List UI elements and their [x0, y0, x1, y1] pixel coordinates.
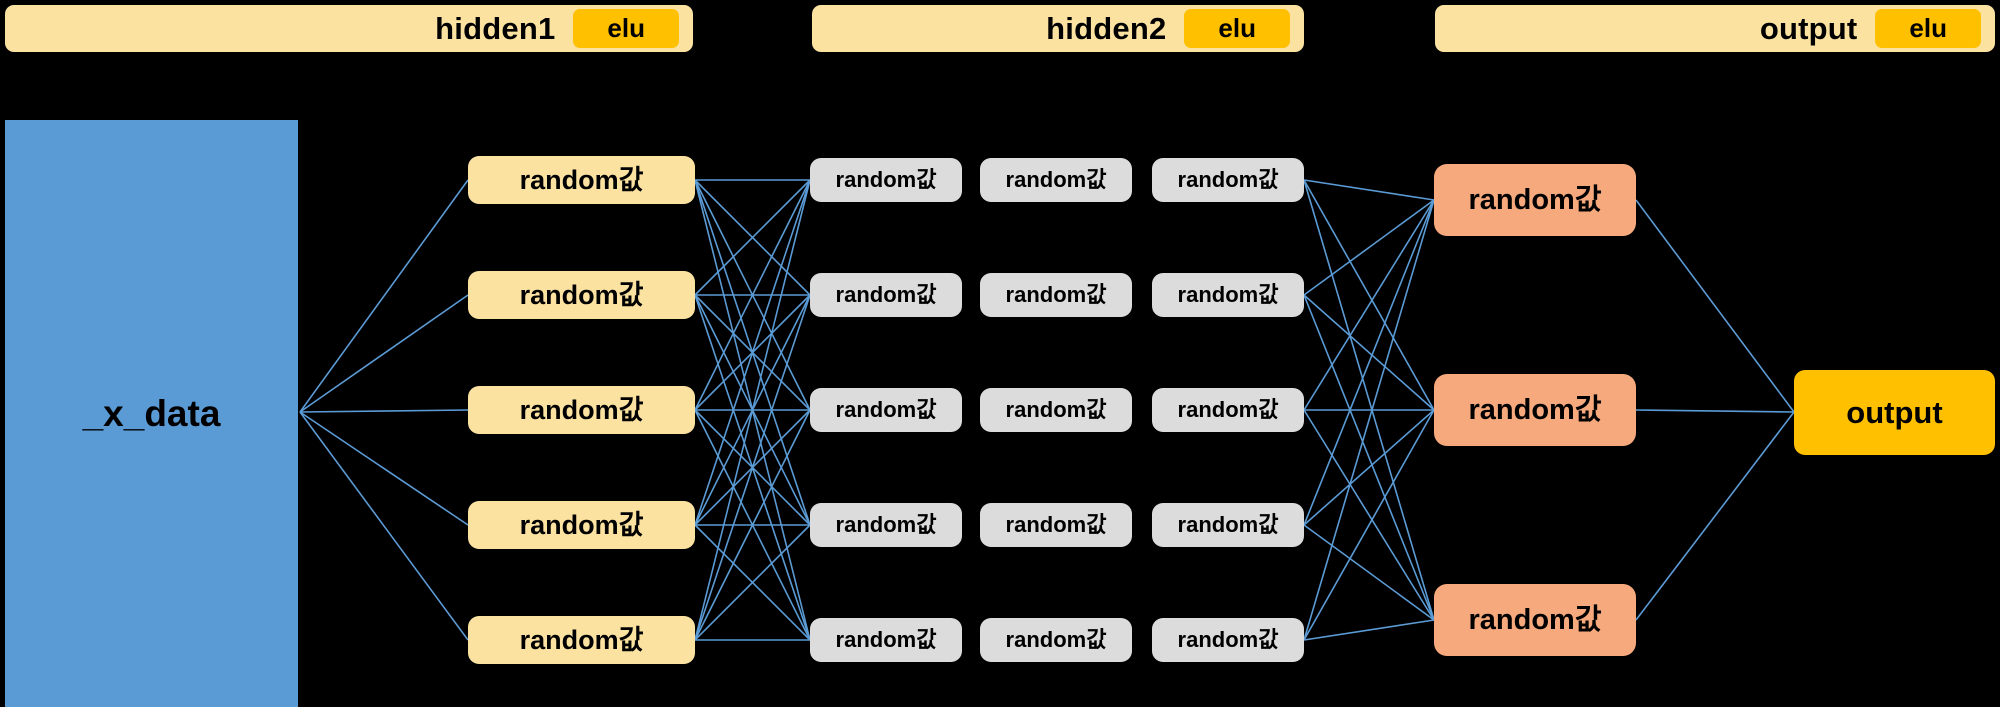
node-label: random값: [835, 397, 937, 422]
header-bar-output[interactable]: output elu: [1435, 5, 1995, 52]
edge-input-to-hidden1: [299, 411, 469, 526]
edge-input-to-hidden1: [299, 411, 469, 641]
edge-hidden2-col3-to-output: [1303, 199, 1435, 411]
node-hidden1-3[interactable]: random값: [468, 386, 695, 434]
node-hidden2-col1-2[interactable]: random값: [810, 273, 962, 317]
edge-hidden1-to-hidden2-col1: [694, 524, 811, 641]
activation-badge[interactable]: elu: [1184, 9, 1290, 48]
activation-badge[interactable]: elu: [1875, 9, 1981, 48]
node-hidden1-5[interactable]: random값: [468, 616, 695, 664]
node-label: random값: [835, 167, 937, 192]
edge-hidden1-to-hidden2-col1: [694, 179, 811, 411]
node-hidden2-col3-3[interactable]: random값: [1152, 388, 1304, 432]
edge-hidden2-col3-to-output: [1303, 294, 1435, 411]
node-hidden2-col2-2[interactable]: random값: [980, 273, 1132, 317]
node-hidden2-col3-4[interactable]: random값: [1152, 503, 1304, 547]
node-label: random값: [1177, 167, 1279, 192]
edge-hidden2-col3-to-output: [1303, 409, 1435, 526]
edge-hidden2-col3-to-output: [1303, 179, 1435, 201]
node-hidden2-col2-3[interactable]: random값: [980, 388, 1132, 432]
node-label: random값: [519, 394, 644, 425]
edge-hidden2-col3-to-output: [1303, 294, 1435, 621]
node-hidden2-col3-2[interactable]: random값: [1152, 273, 1304, 317]
node-output-layer-3[interactable]: random값: [1434, 584, 1636, 656]
node-label: random값: [519, 624, 644, 655]
node-label: random값: [1005, 512, 1107, 537]
input-block[interactable]: _x_data: [5, 120, 298, 707]
edge-hidden2-col3-to-output: [1303, 199, 1435, 641]
edge-hidden1-to-hidden2-col1: [694, 179, 811, 641]
node-hidden1-4[interactable]: random값: [468, 501, 695, 549]
edge-output-to-final: [1635, 411, 1795, 621]
node-label: random값: [1468, 183, 1602, 216]
activation-badge[interactable]: elu: [573, 9, 679, 48]
edge-hidden1-to-hidden2-col1: [694, 179, 811, 526]
node-hidden2-col1-3[interactable]: random값: [810, 388, 962, 432]
header-title: hidden1: [435, 10, 556, 46]
node-hidden1-2[interactable]: random값: [468, 271, 695, 319]
edge-hidden2-col3-to-output: [1303, 524, 1435, 621]
node-label: random값: [835, 627, 937, 652]
node-output-layer-1[interactable]: random값: [1434, 164, 1636, 236]
node-label: random값: [1005, 397, 1107, 422]
node-label: random값: [1005, 167, 1107, 192]
edge-input-to-hidden1: [299, 294, 469, 413]
node-label: random값: [1177, 512, 1279, 537]
node-label: random값: [1005, 282, 1107, 307]
output-block-label: output: [1846, 395, 1943, 430]
node-label: random값: [519, 164, 644, 195]
edge-hidden2-col3-to-output: [1303, 619, 1435, 641]
header-title: hidden2: [1046, 10, 1167, 46]
header-bar-hidden2[interactable]: hidden2 elu: [812, 5, 1304, 52]
edge-hidden2-col3-to-output: [1303, 199, 1435, 296]
edge-output-to-final: [1635, 199, 1795, 413]
header-bar-hidden1[interactable]: hidden1 elu: [5, 5, 693, 52]
node-hidden2-col2-5[interactable]: random값: [980, 618, 1132, 662]
node-label: random값: [1177, 282, 1279, 307]
input-block-label: _x_data: [82, 393, 221, 434]
edge-hidden2-col3-to-output: [1303, 179, 1435, 411]
node-label: random값: [519, 509, 644, 540]
edge-hidden2-col3-to-output: [1303, 199, 1435, 526]
edge-hidden2-col3-to-output: [1303, 409, 1435, 621]
edge-hidden2-col3-to-output: [1303, 179, 1435, 621]
node-hidden2-col2-4[interactable]: random값: [980, 503, 1132, 547]
edge-input-to-hidden1: [299, 179, 469, 413]
node-label: random값: [1468, 393, 1602, 426]
node-output-layer-2[interactable]: random값: [1434, 374, 1636, 446]
node-label: random값: [835, 512, 937, 537]
output-block[interactable]: output: [1794, 370, 1995, 455]
node-hidden2-col2-1[interactable]: random값: [980, 158, 1132, 202]
node-hidden2-col3-5[interactable]: random값: [1152, 618, 1304, 662]
header-title: output: [1759, 10, 1858, 46]
edge-hidden1-to-hidden2-col1: [694, 409, 811, 641]
node-hidden2-col3-1[interactable]: random값: [1152, 158, 1304, 202]
node-label: random값: [835, 282, 937, 307]
edge-output-to-final: [1635, 409, 1795, 413]
node-label: random값: [1005, 627, 1107, 652]
node-hidden1-1[interactable]: random값: [468, 156, 695, 204]
node-label: random값: [1177, 397, 1279, 422]
node-hidden2-col1-4[interactable]: random값: [810, 503, 962, 547]
edge-hidden1-to-hidden2-col1: [694, 179, 811, 296]
edge-input-to-hidden1: [299, 409, 469, 413]
node-hidden2-col1-1[interactable]: random값: [810, 158, 962, 202]
node-label: random값: [1177, 627, 1279, 652]
node-label: random값: [519, 279, 644, 310]
edge-hidden1-to-hidden2-col1: [694, 294, 811, 641]
edge-hidden2-col3-to-output: [1303, 409, 1435, 641]
node-hidden2-col1-5[interactable]: random값: [810, 618, 962, 662]
node-label: random값: [1468, 603, 1602, 636]
